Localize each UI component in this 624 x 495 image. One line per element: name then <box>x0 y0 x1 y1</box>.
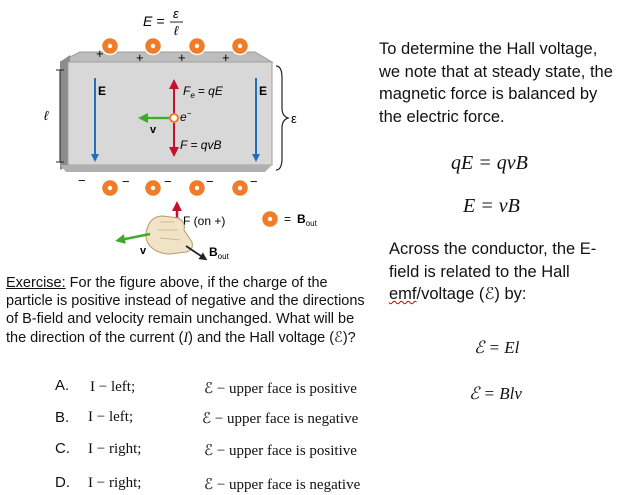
electron-label: e− <box>180 109 192 124</box>
exercise-body-end: ) and the Hall voltage (ℰ)? <box>188 329 356 346</box>
b-out-dot-icon <box>230 36 250 56</box>
emf-label: ε <box>291 111 297 126</box>
b-out-legend-icon <box>260 209 280 229</box>
slab-bottom-face <box>60 165 272 172</box>
emf-brace <box>275 65 290 171</box>
b-out-dot-icon <box>187 36 207 56</box>
current-symbol: I <box>183 329 189 346</box>
legend-b-label: Bout <box>297 212 318 228</box>
exercise-body: For the figure above, if the charge of t… <box>6 275 365 346</box>
legend-equals: = <box>284 212 291 226</box>
exercise-text: Exercise: For the figure above, if the c… <box>6 274 366 347</box>
intro-paragraph: To determine the Hall voltage, we note t… <box>379 40 613 126</box>
option-voltage: ℰ − upper face is positive <box>204 443 357 459</box>
option-current: I − left; <box>88 409 134 425</box>
plus-sign: + <box>136 50 144 65</box>
b-out-dot-icon <box>143 36 163 56</box>
across-paragraph: Across the conductor, the E-field is rel… <box>389 238 621 306</box>
slab-front-face <box>67 61 273 166</box>
top-formula-num: ε <box>173 6 179 21</box>
option-current: I − right; <box>88 475 142 491</box>
minus-sign: − <box>206 174 214 189</box>
minus-sign: − <box>250 174 258 189</box>
option-voltage: ℰ − upper face is negative <box>202 411 359 427</box>
electron-icon <box>169 113 179 123</box>
hand-velocity-label: v <box>140 245 147 257</box>
equation-qe-qvb: qE = qvB <box>451 152 528 174</box>
b-out-dot-icon <box>100 36 120 56</box>
top-formula-den: ℓ <box>174 23 179 38</box>
option-letter: C. <box>55 440 70 457</box>
equation-emf-blv: ℰ = Blv <box>469 384 522 403</box>
e-label-right: E <box>259 84 267 98</box>
length-label: ℓ <box>44 108 49 123</box>
force-on-conductor-label: F (on +) <box>183 214 225 228</box>
velocity-label: v <box>150 124 157 136</box>
option-current: I − left; <box>90 379 136 395</box>
e-label-left: E <box>98 84 106 98</box>
b-out-dot-icon <box>143 178 163 198</box>
b-out-dot-icon <box>100 178 120 198</box>
equation-emf-el: ℰ = El <box>474 338 520 357</box>
option-current: I − right; <box>88 441 142 457</box>
minus-sign: − <box>78 173 86 188</box>
hall-effect-figure: E = ε ℓ + + + + ℓ ε E E <box>44 6 318 261</box>
right-hand-icon <box>145 215 193 255</box>
emf-word: emf <box>389 285 417 303</box>
hand-b-label: Bout <box>209 245 230 261</box>
option-voltage: ℰ − upper face is negative <box>204 477 361 493</box>
hand-velocity-arrow <box>115 232 151 244</box>
top-formula-lhs: E = <box>143 13 164 29</box>
option-voltage: ℰ − upper face is positive <box>204 381 357 397</box>
option-letter: A. <box>55 377 70 394</box>
minus-sign: − <box>164 174 172 189</box>
plus-sign: + <box>222 50 230 65</box>
across-text-2: /voltage (ℰ) by: <box>416 285 527 303</box>
exercise-label: Exercise: <box>6 275 66 291</box>
electric-force-label: Fe= qE <box>183 84 224 100</box>
option-letter: D. <box>55 474 70 491</box>
minus-sign: − <box>122 174 130 189</box>
hand-b-arrow <box>185 245 208 261</box>
plus-sign: + <box>96 46 104 61</box>
magnetic-force-label: F = qvB <box>180 138 221 152</box>
equation-e-vb: E = vB <box>463 195 520 217</box>
plus-sign: + <box>178 50 186 65</box>
across-text-1: Across the conductor, the E-field is rel… <box>389 240 597 281</box>
b-out-dot-icon <box>230 178 250 198</box>
b-out-dot-icon <box>187 178 207 198</box>
option-letter: B. <box>55 409 70 426</box>
